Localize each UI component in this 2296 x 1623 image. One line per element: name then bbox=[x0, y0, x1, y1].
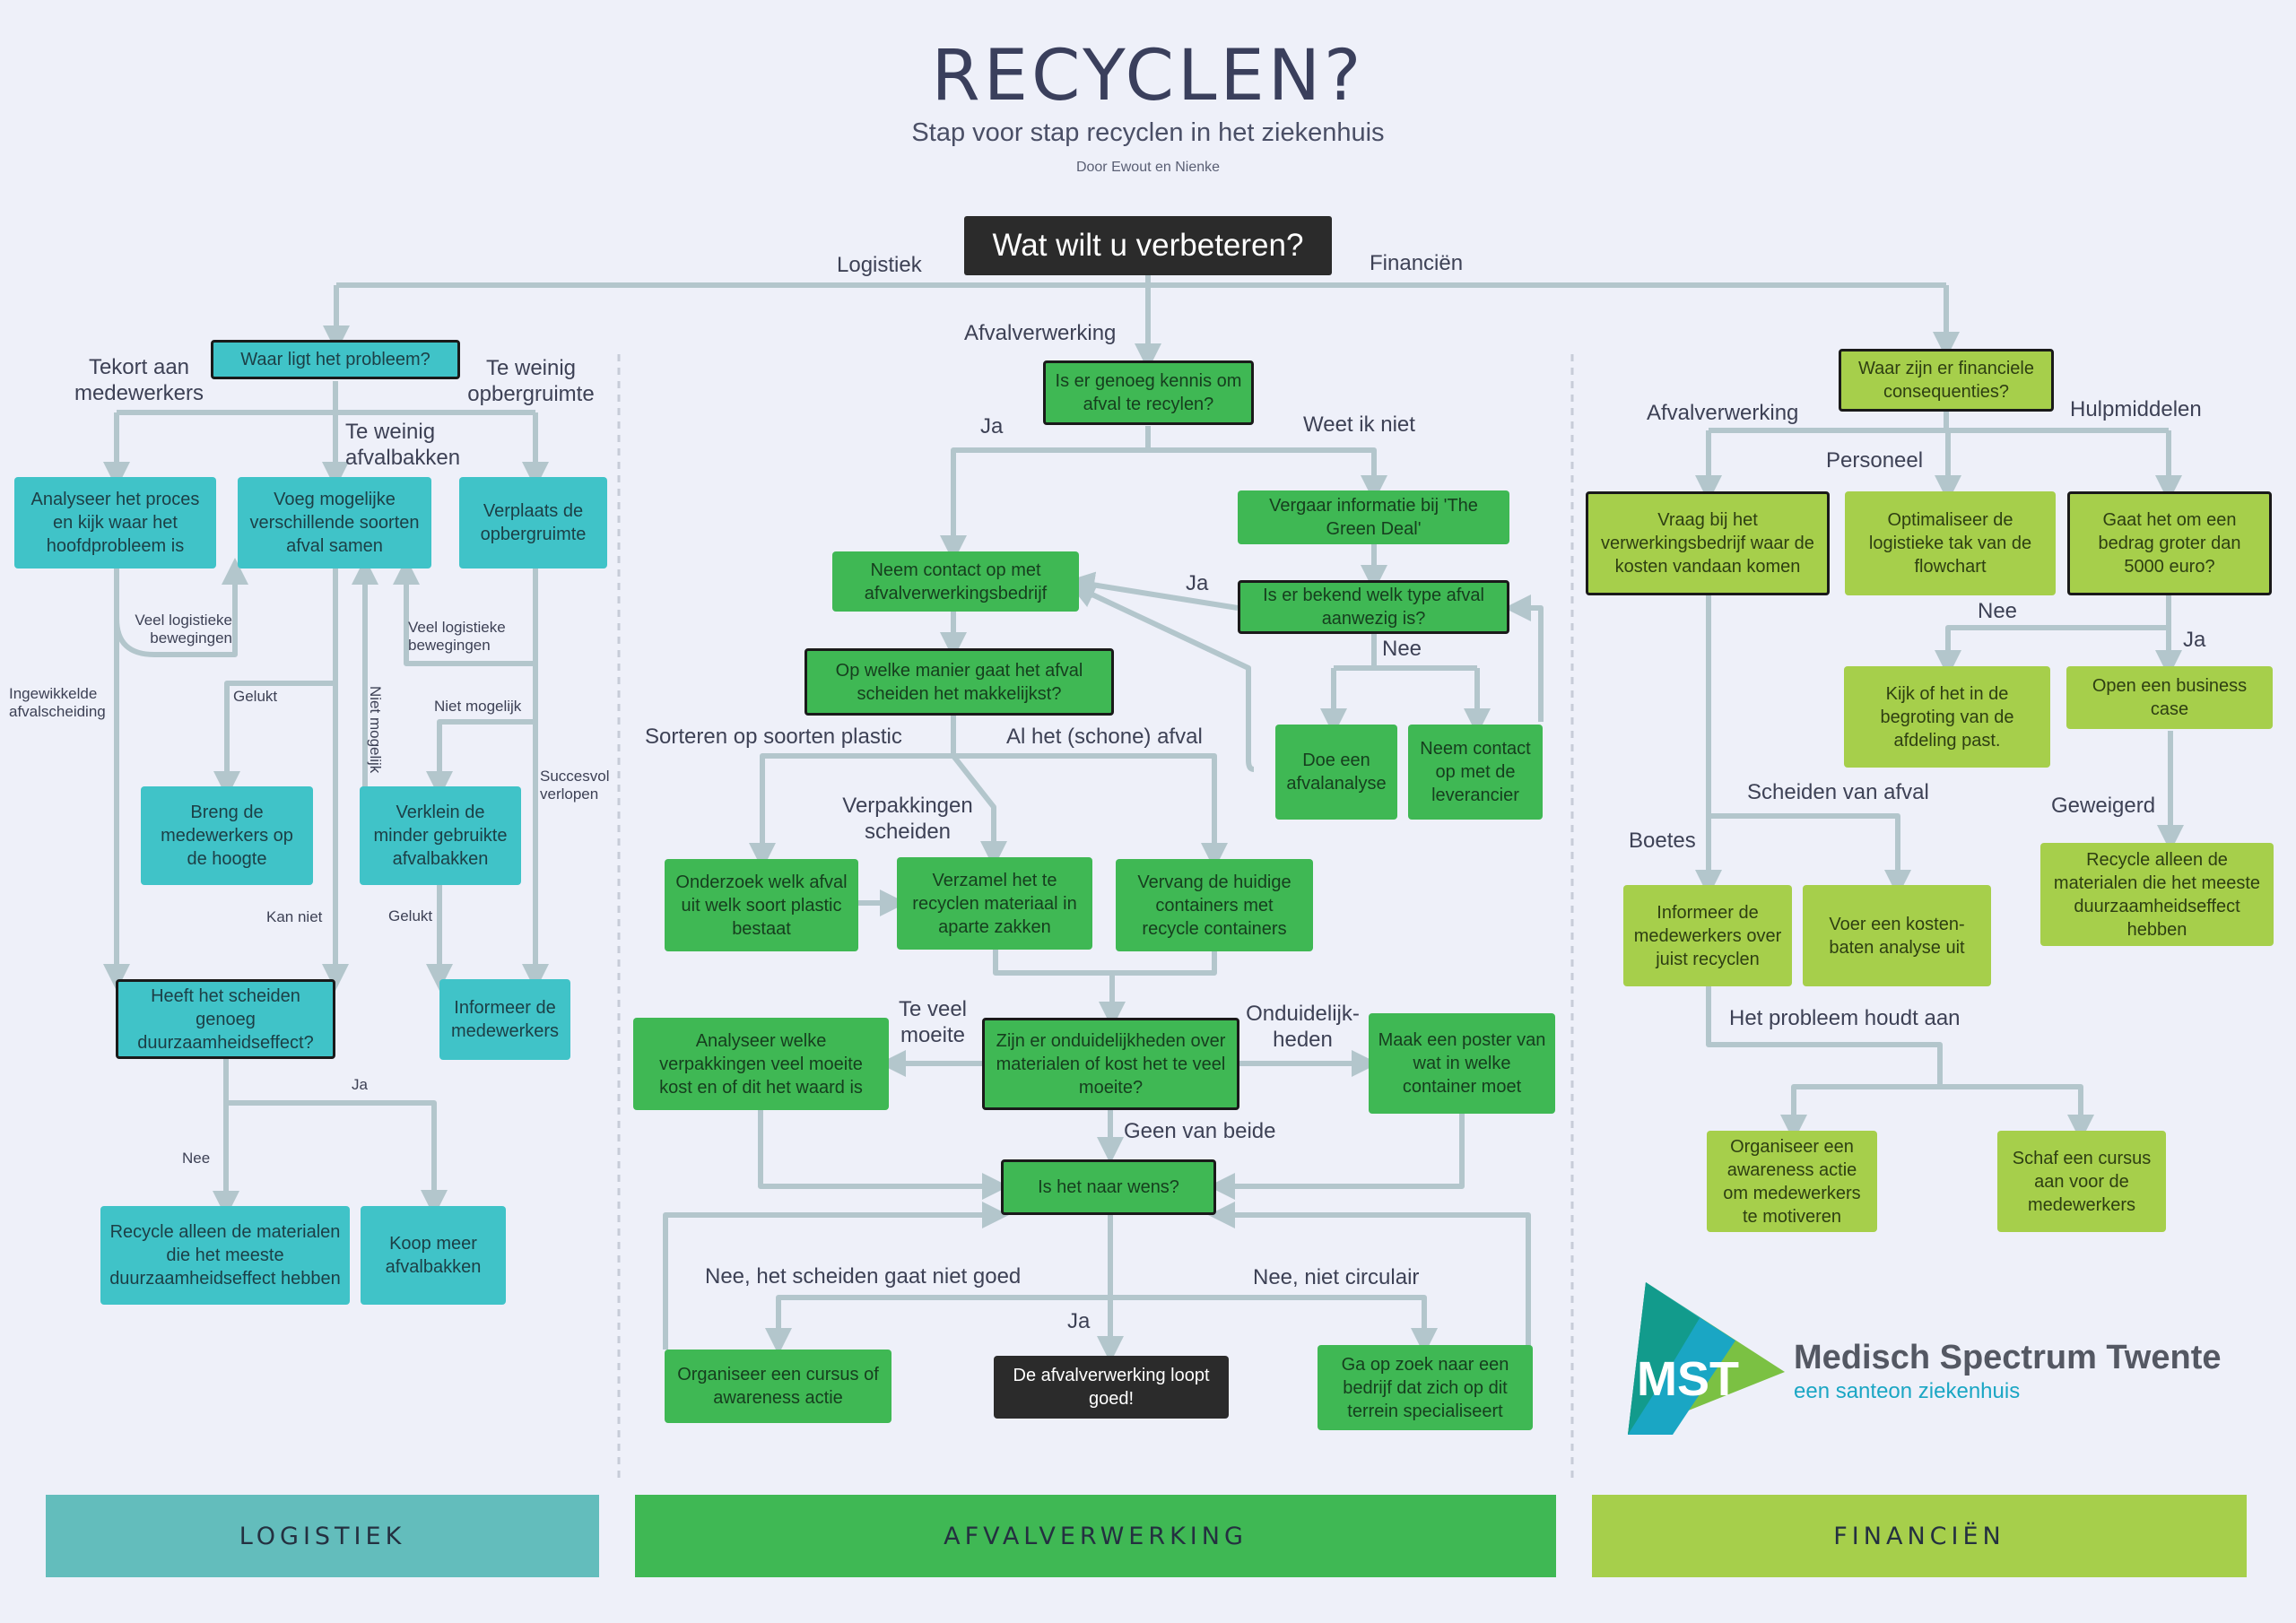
afval-question-kennis: Is er genoeg kennis om afval te recylen? bbox=[1043, 360, 1254, 425]
label-weet-ik-niet: Weet ik niet bbox=[1303, 412, 1415, 437]
node-informeer-medewerkers: Informeer de medewerkers bbox=[439, 979, 570, 1060]
label-te-weinig-opbergruimte: Te weinig opbergruimte bbox=[467, 356, 595, 406]
label-hulpmiddelen: Hulpmiddelen bbox=[2070, 397, 2202, 421]
logo-mark-text: MST bbox=[1637, 1352, 1739, 1406]
node-doe-afvalanalyse: Doe een afvalanalyse bbox=[1275, 725, 1397, 820]
afval-question-scheiden: Op welke manier gaat het afval scheiden … bbox=[804, 648, 1114, 716]
label-te-veel-moeite: Te veel moeite bbox=[898, 997, 968, 1047]
label-ja-bekend: Ja bbox=[1186, 571, 1209, 595]
label-personeel: Personeel bbox=[1826, 448, 1924, 473]
logo-name: Medisch Spectrum Twente bbox=[1794, 1339, 2222, 1376]
node-neem-contact-afvalverwerker: Neem contact op met afvalverwerkingsbedr… bbox=[832, 551, 1079, 612]
label-scheiden-van-afval: Scheiden van afval bbox=[1747, 780, 1929, 804]
afval-question-type-bekend: Is er bekend welk type afval aanwezig is… bbox=[1238, 580, 1509, 634]
label-ja: Ja bbox=[352, 1076, 368, 1093]
label-nee-bekend: Nee bbox=[1382, 637, 1422, 661]
branch-label-afvalverwerking: Afvalverwerking bbox=[964, 321, 1117, 345]
page-subtitle: Stap voor stap recyclen in het ziekenhui… bbox=[911, 118, 1385, 147]
label-kan-niet: Kan niet bbox=[266, 908, 323, 925]
label-ja-kennis: Ja bbox=[980, 414, 1004, 438]
label-sorteren-plastic: Sorteren op soorten plastic bbox=[645, 725, 902, 749]
node-organiseer-awareness: Organiseer een awareness actie om medewe… bbox=[1707, 1131, 1877, 1232]
node-neem-contact-leverancier: Neem contact op met de leverancier bbox=[1408, 725, 1543, 820]
branch-label-financien: Financiën bbox=[1370, 251, 1464, 275]
label-boetes: Boetes bbox=[1629, 829, 1696, 853]
node-kijk-begroting: Kijk of het in de begroting van de afdel… bbox=[1844, 666, 2050, 768]
node-verplaats-opbergruimte: Verplaats de opbergruimte bbox=[459, 477, 607, 568]
label-te-weinig-afvalbakken: Te weinig afvalbakken bbox=[345, 420, 461, 470]
node-maak-poster: Maak een poster van wat in welke contain… bbox=[1369, 1013, 1555, 1114]
label-afvalverwerking-fin: Afvalverwerking bbox=[1647, 401, 1799, 425]
fin-question-consequenties: Waar zijn er financiele consequenties? bbox=[1839, 349, 2054, 412]
label-nee-bedrag: Nee bbox=[1978, 599, 2018, 623]
label-niet-mogelijk-vertical: Niet mogelijk bbox=[367, 686, 384, 774]
label-nee-scheiden: Nee, het scheiden gaat niet goed bbox=[705, 1264, 1022, 1289]
node-onderzoek-plastic: Onderzoek welk afval uit welk soort plas… bbox=[665, 859, 858, 951]
node-afvalverwerking-loopt-goed: De afvalverwerking loopt goed! bbox=[994, 1356, 1229, 1419]
node-vervang-containers: Vervang de huidige containers met recycl… bbox=[1116, 859, 1313, 951]
label-gelukt-1: Gelukt bbox=[233, 688, 278, 705]
logistiek-question-duurzaamheid: Heeft het scheiden genoeg duurzaamheidse… bbox=[116, 979, 335, 1059]
band-logistiek: LOGISTIEK bbox=[46, 1495, 599, 1577]
node-koop-afvalbakken: Koop meer afvalbakken bbox=[361, 1206, 506, 1305]
afval-question-onduidelijkheden: Zijn er onduidelijkheden over materialen… bbox=[982, 1018, 1239, 1110]
label-geweigerd: Geweigerd bbox=[2051, 794, 2156, 818]
node-ga-op-zoek-bedrijf: Ga op zoek naar een bedrijf dat zich op … bbox=[1318, 1345, 1533, 1430]
node-schaf-cursus: Schaf een cursus aan voor de medewerkers bbox=[1997, 1131, 2166, 1232]
label-gelukt-2: Gelukt bbox=[388, 907, 433, 924]
label-ja-wens: Ja bbox=[1067, 1309, 1091, 1333]
band-afvalverwerking: AFVALVERWERKING bbox=[635, 1495, 1556, 1577]
label-tekort-medewerkers: Tekort aan medewerkers bbox=[74, 355, 204, 405]
node-breng-medewerkers: Breng de medewerkers op de hoogte bbox=[141, 786, 313, 885]
label-nee: Nee bbox=[182, 1150, 211, 1167]
mst-logo-mark bbox=[1628, 1282, 1785, 1435]
logistiek-question-probleem: Waar ligt het probleem? bbox=[211, 340, 460, 379]
node-kosten-baten-analyse: Voer een kosten-baten analyse uit bbox=[1803, 885, 1991, 986]
node-organiseer-cursus: Organiseer een cursus of awareness actie bbox=[665, 1350, 891, 1423]
author-credit: Door Ewout en Nienke bbox=[1075, 160, 1221, 175]
node-analyseer-verpakkingen: Analyseer welke verpakkingen veel moeite… bbox=[633, 1018, 889, 1110]
label-veel-logistieke-bewegingen-2: Veel logistieke bewegingen bbox=[408, 619, 506, 655]
node-analyseer-proces: Analyseer het proces en kijk waar het ho… bbox=[14, 477, 216, 568]
label-veel-logistieke-bewegingen-1: Veel logistieke bewegingen bbox=[135, 612, 232, 647]
label-niet-mogelijk: Niet mogelijk bbox=[434, 698, 522, 715]
page-title: RECYCLEN? bbox=[931, 36, 1365, 117]
node-optimaliseer-logistiek: Optimaliseer de logistieke tak van de fl… bbox=[1845, 491, 2056, 595]
fin-question-5000-euro: Gaat het om een bedrag groter dan 5000 e… bbox=[2067, 491, 2272, 595]
node-recycle-duurzaamheidseffect: Recycle alleen de materialen die het mee… bbox=[100, 1206, 350, 1305]
node-voeg-afval-samen: Voeg mogelijke verschillende soorten afv… bbox=[238, 477, 431, 568]
node-verzamel-materiaal: Verzamel het te recyclen materiaal in ap… bbox=[897, 857, 1092, 950]
label-al-het-afval: Al het (schone) afval bbox=[1006, 725, 1203, 749]
root-question: Wat wilt u verbeteren? bbox=[964, 216, 1332, 275]
node-recycle-duurzaamheidseffect-fin: Recycle alleen de materialen die het mee… bbox=[2040, 843, 2274, 946]
node-open-business-case: Open een business case bbox=[2066, 666, 2273, 729]
label-probleem-houdt-aan: Het probleem houdt aan bbox=[1729, 1006, 1961, 1030]
section-dividers bbox=[617, 354, 1574, 1484]
logo-subtitle: een santeon ziekenhuis bbox=[1794, 1379, 2021, 1403]
label-ingewikkelde-afvalscheiding: Ingewikkelde afvalscheiding bbox=[9, 685, 106, 721]
afval-question-naar-wens: Is het naar wens? bbox=[1001, 1159, 1216, 1215]
mst-logo: MST Medisch Spectrum Twente een santeon … bbox=[1619, 1278, 2247, 1448]
label-geen-van-beide: Geen van beide bbox=[1124, 1119, 1276, 1143]
node-informeer-juist-recyclen: Informeer de medewerkers over juist recy… bbox=[1623, 885, 1792, 986]
band-financien: FINANCIËN bbox=[1592, 1495, 2247, 1577]
node-vergaar-informatie: Vergaar informatie bij 'The Green Deal' bbox=[1238, 490, 1509, 544]
node-verklein-afvalbakken: Verklein de minder gebruikte afvalbakken bbox=[360, 786, 521, 885]
node-vraag-verwerkingsbedrijf: Vraag bij het verwerkingsbedrijf waar de… bbox=[1586, 491, 1830, 595]
connectors bbox=[103, 273, 2184, 1363]
label-verpakkingen-scheiden: Verpakkingen scheiden bbox=[842, 794, 973, 844]
branch-label-logistiek: Logistiek bbox=[837, 253, 922, 277]
label-onduidelijkheden: Onduidelijk-heden bbox=[1246, 1002, 1360, 1052]
label-nee-circulair: Nee, niet circulair bbox=[1253, 1265, 1420, 1289]
label-ja-bedrag: Ja bbox=[2183, 628, 2206, 652]
label-succesvol-verlopen: Succesvol verlopen bbox=[540, 768, 610, 803]
